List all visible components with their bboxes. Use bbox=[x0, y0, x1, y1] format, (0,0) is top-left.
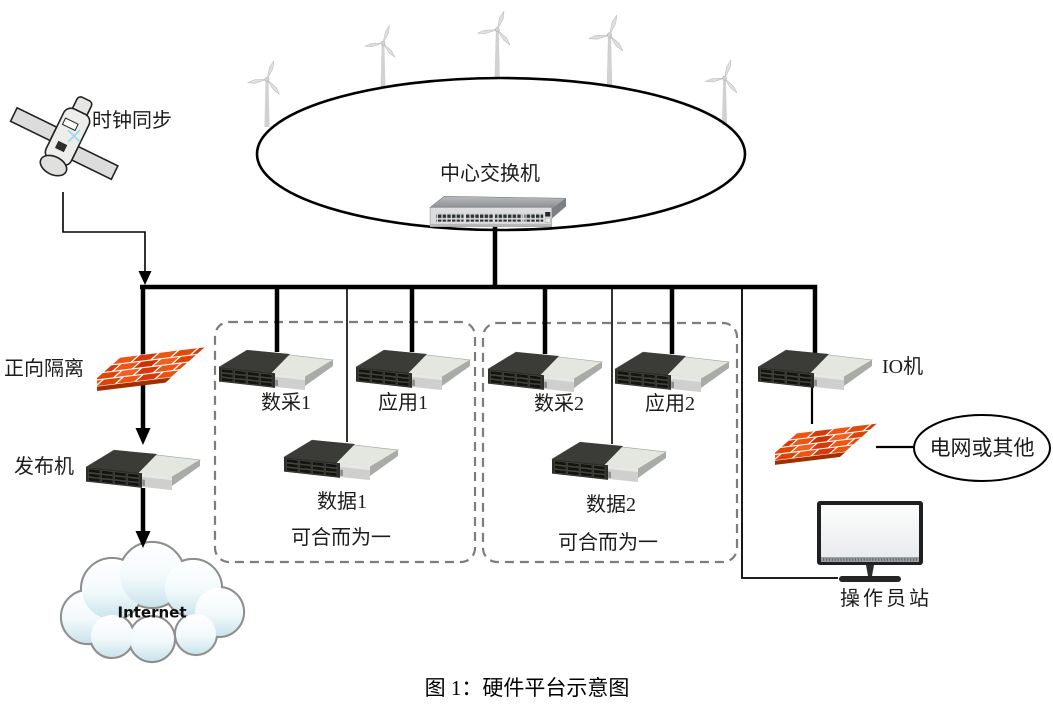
clock-sync-arrow bbox=[138, 271, 152, 285]
internet-label: Internet bbox=[117, 603, 187, 622]
server-icon-io bbox=[757, 349, 873, 392]
internet-arrow bbox=[135, 531, 151, 548]
central-switch-label: 中心交换机 bbox=[440, 163, 540, 185]
forward-isolation-label: 正向隔离 bbox=[4, 358, 84, 380]
server-icon-daq2 bbox=[487, 351, 603, 394]
isolation-arrow bbox=[135, 428, 151, 445]
network-switch-icon bbox=[429, 195, 566, 228]
power-grid-ellipse bbox=[913, 414, 1051, 482]
merge-note-1: 可合而为一 bbox=[291, 527, 391, 549]
server-icon-app1 bbox=[355, 349, 471, 392]
monitor-icon bbox=[817, 501, 925, 584]
app1-label: 应用1 bbox=[378, 392, 428, 414]
db1-label: 数据1 bbox=[317, 491, 367, 513]
app2-label: 应用2 bbox=[645, 393, 695, 415]
io-machine-label: IO机 bbox=[882, 356, 924, 378]
ring-network-ellipse bbox=[255, 76, 747, 232]
server-icon-db1 bbox=[283, 439, 399, 482]
wind-turbine-icon bbox=[247, 59, 282, 127]
firewall-icon bbox=[775, 422, 879, 467]
bus-line bbox=[140, 284, 818, 354]
figure-caption: 图 1：硬件平台示意图 bbox=[424, 676, 630, 700]
server-icon-db2 bbox=[551, 441, 667, 484]
cloud-icon bbox=[59, 540, 246, 664]
operator-station-label: 操作员站 bbox=[840, 588, 932, 610]
clock-sync-label: 时钟同步 bbox=[92, 110, 172, 132]
daq2-label: 数采2 bbox=[534, 393, 584, 415]
db2-label: 数据2 bbox=[586, 494, 636, 516]
wind-turbine-icon bbox=[588, 14, 625, 86]
daq1-label: 数采1 bbox=[261, 392, 311, 414]
connector-lines bbox=[62, 192, 914, 579]
merge-note-2: 可合而为一 bbox=[558, 532, 658, 554]
power-grid-label: 电网或其他 bbox=[929, 435, 1035, 460]
wind-turbine-icon bbox=[364, 24, 397, 88]
server-icon-publisher bbox=[85, 449, 201, 492]
clock-sync-line bbox=[62, 192, 146, 274]
server-icon-app2 bbox=[614, 351, 730, 394]
server-icon-daq1 bbox=[218, 349, 334, 392]
satellite-icon bbox=[8, 92, 120, 196]
wind-turbine-icon bbox=[477, 10, 512, 78]
dashed-group-box-2 bbox=[481, 321, 739, 564]
dashed-group-box-1 bbox=[213, 320, 477, 564]
arrowheads bbox=[135, 271, 152, 548]
publisher-label: 发布机 bbox=[14, 456, 74, 478]
operator-line bbox=[741, 289, 838, 579]
